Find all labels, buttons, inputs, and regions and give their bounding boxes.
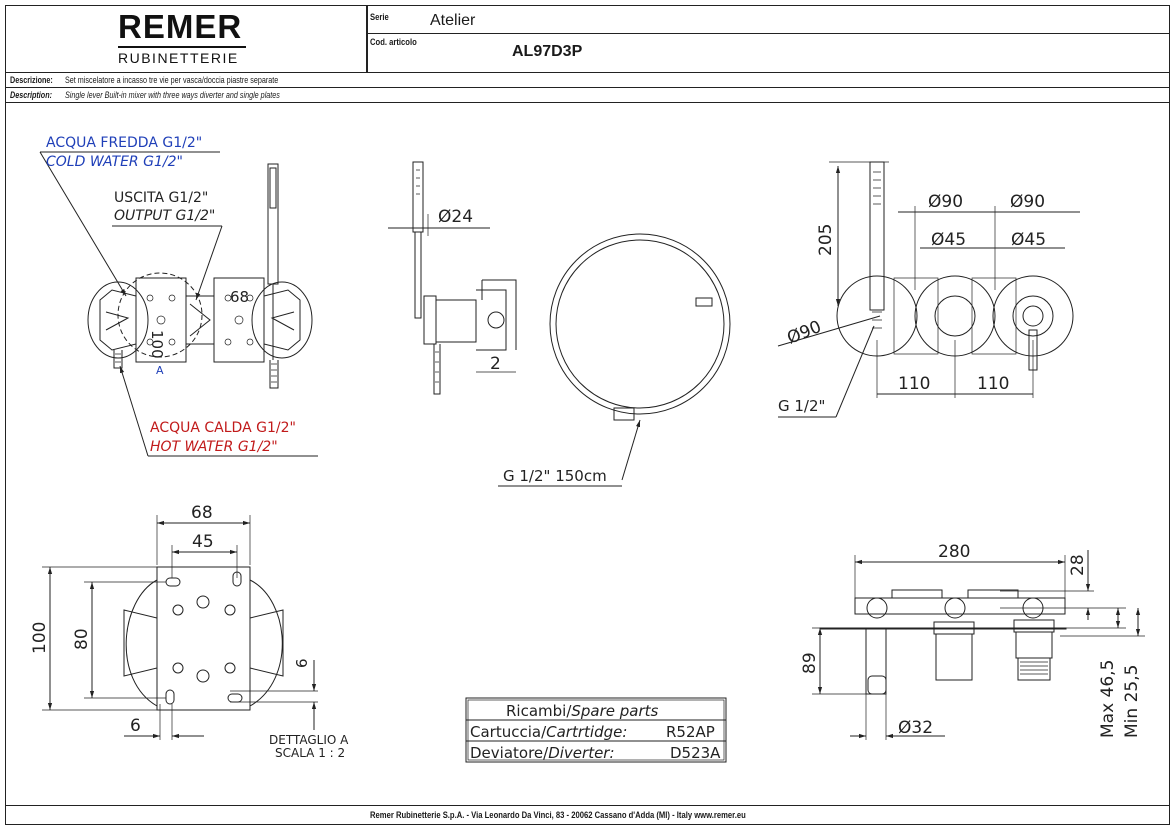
descr-en-value: Single lever Built-in mixer with three w… — [65, 90, 280, 100]
plan-dim-28: 28 — [1068, 554, 1088, 576]
output-label-it: USCITA G1/2" — [114, 190, 208, 206]
footer-text: Remer Rubinetterie S.p.A. - Via Leonardo… — [370, 810, 746, 820]
title-block-row-divider — [366, 33, 1170, 34]
front-view — [39, 151, 318, 457]
right-dim-110b: 110 — [977, 374, 1009, 394]
cartridge-code: R52AP — [666, 723, 715, 741]
descr-it-value: Set miscelatore a incasso tre vie per va… — [65, 75, 279, 85]
detail-a-view — [42, 515, 318, 740]
front-dim-68: 68 — [230, 288, 249, 306]
side-dim-2: 2 — [490, 354, 501, 374]
side-view — [388, 161, 517, 395]
cod-value: AL97D3P — [512, 43, 583, 60]
spare-parts-table — [465, 697, 727, 763]
right-dim-205: 205 — [816, 224, 836, 256]
descr-en-label: Description: — [10, 90, 53, 100]
title-block-divider — [366, 5, 368, 73]
cartridge-label-en: Cartrtidge: — [546, 723, 627, 741]
hose-label: G 1/2" 150cm — [503, 467, 607, 485]
serie-label: Serie — [370, 12, 389, 22]
detail-dim-6a: 6 — [293, 658, 311, 668]
plan-view — [812, 550, 1145, 740]
spare-parts-row-cartridge: Cartuccia/Cartrtidge: — [470, 723, 627, 741]
detail-dim-80: 80 — [72, 628, 92, 650]
detail-dim-45: 45 — [192, 532, 214, 552]
spare-parts-title-en: Spare parts — [571, 702, 658, 720]
spare-parts-title: Ricambi/Spare parts — [506, 702, 659, 720]
cold-water-label-it: ACQUA FREDDA G1/2" — [46, 135, 202, 151]
brand-logo-rule — [118, 46, 246, 48]
detail-dim-68: 68 — [191, 503, 213, 523]
title-block — [5, 5, 1170, 73]
right-dim-45b: Ø45 — [1011, 230, 1046, 250]
detail-title: DETTAGLIO A — [269, 733, 349, 747]
descr-row-en — [5, 88, 1170, 103]
right-dim-90c: Ø90 — [784, 317, 824, 349]
right-dim-g12: G 1/2" — [778, 397, 825, 415]
brand-logo-sub: RUBINETTERIE — [118, 50, 239, 66]
plan-dim-89: 89 — [800, 652, 820, 674]
plan-dim-280: 280 — [938, 542, 970, 562]
right-dim-110a: 110 — [898, 374, 930, 394]
descr-row-it — [5, 73, 1170, 88]
diverter-code: D523A — [670, 744, 721, 762]
detail-dim-100: 100 — [30, 622, 50, 654]
footer-rule — [5, 805, 1170, 806]
right-front-view — [777, 161, 1080, 418]
right-dim-90a: Ø90 — [928, 192, 963, 212]
hose-coil — [498, 233, 731, 487]
diverter-label-it: Deviatore/ — [470, 744, 549, 762]
hot-water-label-it: ACQUA CALDA G1/2" — [150, 420, 296, 436]
cod-label: Cod. articolo — [370, 37, 417, 47]
spare-parts-title-it: Ricambi/ — [506, 702, 572, 720]
hot-water-label-en: HOT WATER G1/2" — [150, 439, 278, 455]
cartridge-label-it: Cartuccia/ — [470, 723, 547, 741]
output-label-en: OUTPUT G1/2" — [114, 208, 215, 224]
plan-dim-min: Min 25,5 — [1122, 665, 1142, 738]
front-dim-100: 100 — [148, 330, 166, 359]
serie-value: Atelier — [430, 12, 476, 29]
side-dim-24: Ø24 — [438, 207, 473, 227]
right-dim-90b: Ø90 — [1010, 192, 1045, 212]
right-dim-45a: Ø45 — [931, 230, 966, 250]
brand-logo-main: REMER — [118, 8, 243, 45]
detail-dim-6b: 6 — [130, 716, 141, 736]
detail-ref-a: A — [156, 364, 164, 377]
plan-dim-32: Ø32 — [898, 718, 933, 738]
detail-scale: SCALA 1 : 2 — [275, 746, 345, 760]
cold-water-label-en: COLD WATER G1/2" — [46, 154, 183, 170]
spare-parts-row-diverter: Deviatore/Diverter: — [470, 744, 615, 762]
diverter-label-en: Diverter: — [548, 744, 614, 762]
plan-dim-max: Max 46,5 — [1098, 660, 1118, 738]
descr-it-label: Descrizione: — [10, 75, 53, 85]
